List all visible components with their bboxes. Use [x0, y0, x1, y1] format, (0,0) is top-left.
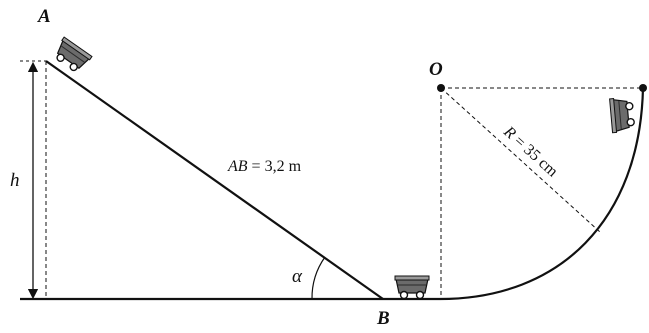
label-point-a: A: [37, 6, 51, 27]
label-ab-length: AB = 3,2 m: [227, 158, 302, 175]
label-angle: α: [292, 266, 303, 287]
point-c: [639, 84, 647, 92]
cart-at-b: [394, 275, 430, 300]
angle-arc: [311, 256, 326, 300]
center-point-o: [437, 84, 445, 92]
label-point-o: O: [429, 59, 443, 80]
label-height: h: [10, 170, 20, 191]
label-radius: R = 35 cm: [500, 123, 562, 181]
incline-ab: [45, 60, 384, 300]
circular-track: [439, 87, 645, 301]
dashed-radius: [440, 87, 601, 233]
cart-on-loop: [608, 96, 636, 134]
label-point-b: B: [376, 308, 390, 328]
